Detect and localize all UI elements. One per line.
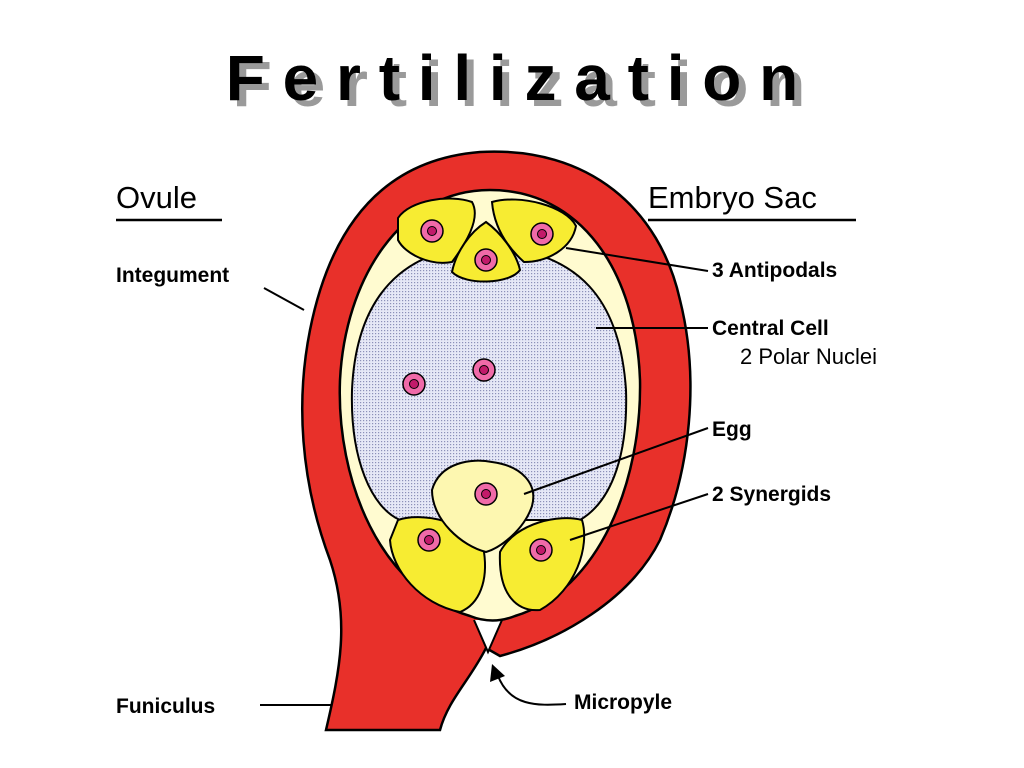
leader-egg — [523, 427, 709, 495]
label-funiculus: Funiculus — [116, 695, 215, 718]
label-antipodals: 3 Antipodals — [712, 259, 837, 282]
nuclei — [402, 219, 554, 562]
leader-micropyle — [497, 675, 567, 706]
label-synergids: 2 Synergids — [712, 483, 831, 506]
micropyle-notch — [473, 619, 503, 655]
title-text: F e r t i l i z a t i o n — [226, 42, 799, 114]
micropyle-arrowhead — [490, 664, 505, 682]
synergid-nucleus-left — [417, 528, 441, 552]
heading-embryo-sac: Embryo Sac — [648, 180, 817, 215]
leader-synergids — [569, 493, 709, 541]
polar-nucleus-right — [472, 358, 496, 382]
label-polar-nuclei: 2 Polar Nuclei — [740, 344, 877, 369]
leader-integument — [263, 287, 305, 311]
slide-footer-strip — [0, 754, 1024, 768]
heading-ovule: Ovule — [116, 180, 197, 215]
synergid-cell-right — [498, 517, 586, 612]
leader-antipodals — [565, 247, 709, 272]
label-micropyle: Micropyle — [574, 691, 672, 714]
antipodal-nucleus-right — [530, 222, 554, 246]
antipodal-nucleus-center — [474, 248, 498, 272]
egg-cell — [430, 459, 535, 554]
label-integument: Integument — [116, 264, 229, 287]
label-central-cell: Central Cell — [712, 317, 829, 340]
polar-nucleus-left — [402, 372, 426, 396]
antipodal-nucleus-left — [420, 219, 444, 243]
title-shadow: F e r t i l i z a t i o n — [233, 48, 806, 120]
label-egg: Egg — [712, 418, 752, 441]
synergid-nucleus-right — [529, 538, 553, 562]
slide-title: F e r t i l i z a t i o n F e r t i l i … — [226, 42, 806, 120]
egg-nucleus — [474, 482, 498, 506]
